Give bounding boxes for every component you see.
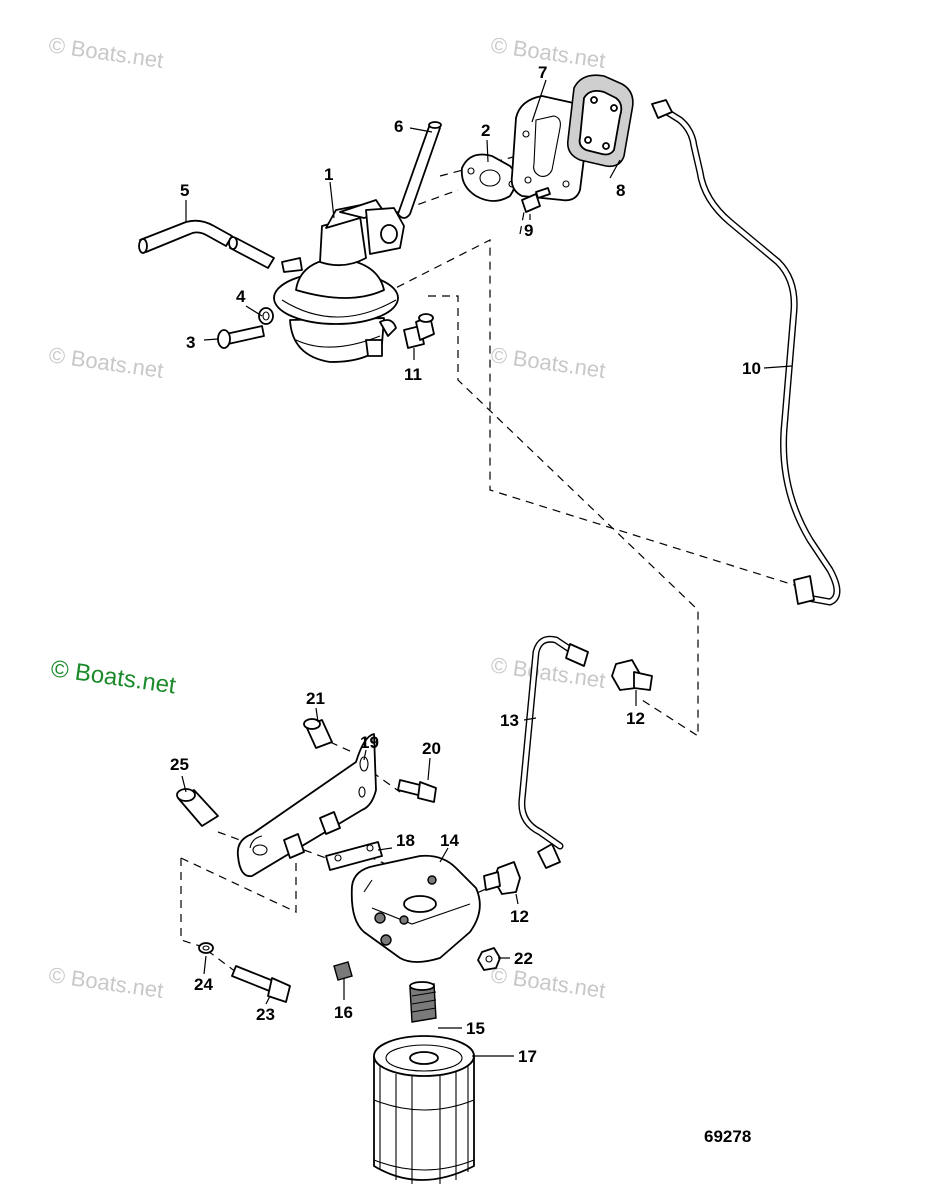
callout-8: 8 [616, 181, 625, 200]
callout-23: 23 [256, 1005, 275, 1024]
callout-16: 16 [334, 1003, 353, 1022]
part-12-fitting-upper [611, 659, 653, 691]
part-13-fuel-line [518, 635, 589, 869]
callout-2: 2 [481, 121, 490, 140]
callout-4: 4 [236, 287, 246, 306]
part-8-gasket [566, 74, 634, 168]
part-12-fitting-lower [483, 861, 521, 895]
watermark-top-left: © Boats.net [47, 32, 165, 73]
part-16-plug [333, 961, 353, 981]
part-7-mounting-plate [510, 95, 590, 202]
part-18-plate [325, 841, 383, 871]
callout-10: 10 [742, 359, 761, 378]
part-3-screw [217, 325, 265, 349]
callout-13: 13 [500, 711, 519, 730]
part-23-bolt [231, 965, 291, 1003]
callout-5: 5 [180, 181, 189, 200]
part-25-spacer [176, 788, 219, 827]
part-4-washer [258, 307, 274, 325]
part-24-washer [198, 942, 214, 954]
bracket-studs [283, 811, 341, 859]
callout-6: 6 [394, 117, 403, 136]
part-15-adapter [409, 981, 437, 1023]
callout-11: 11 [404, 365, 422, 384]
callout-1: 1 [324, 165, 333, 184]
part-10-fuel-line [651, 99, 841, 606]
callout-9: 9 [524, 221, 533, 240]
callout-24: 24 [194, 975, 213, 994]
callout-22: 22 [514, 949, 533, 968]
watermark-bottom-center: © Boats.net [489, 962, 607, 1003]
callout-12-upper: 12 [626, 709, 645, 728]
callout-12-lower: 12 [510, 907, 529, 926]
callout-7: 7 [538, 63, 547, 82]
part-14-filter-head [350, 854, 481, 963]
part-5-fuel-hose [138, 219, 275, 269]
callout-15: 15 [466, 1019, 485, 1038]
part-21-spacer [303, 718, 333, 749]
watermark-mid-center: © Boats.net [489, 342, 607, 383]
part-17-fuel-filter [373, 1035, 475, 1184]
leader-lines [181, 79, 793, 1057]
watermark-bottom-left: © Boats.net [47, 962, 165, 1003]
callout-25: 25 [170, 755, 189, 774]
callout-20: 20 [422, 739, 441, 758]
part-20-bolt [397, 779, 437, 803]
callout-3: 3 [186, 333, 195, 352]
callout-labels: 1 2 3 4 5 6 7 8 9 10 11 12 12 13 14 15 1… [170, 63, 761, 1066]
callout-21: 21 [306, 689, 325, 708]
part-1-fuel-pump [273, 199, 405, 363]
callout-17: 17 [518, 1047, 537, 1066]
part-2-gasket [460, 153, 517, 202]
part-22-nut [477, 947, 501, 971]
callout-14: 14 [440, 831, 459, 850]
callout-18: 18 [396, 831, 415, 850]
watermark-top-center: © Boats.net [489, 32, 607, 73]
watermark-lower-center: © Boats.net [489, 652, 607, 693]
callout-19: 19 [360, 733, 379, 752]
watermark-primary: © Boats.net [49, 655, 178, 699]
part-11-elbow-fitting [403, 313, 435, 349]
figure-number: 69278 [704, 1127, 751, 1146]
watermark-mid-left: © Boats.net [47, 342, 165, 383]
part-9-bolt [521, 187, 551, 213]
assembly-lines [180, 149, 811, 973]
